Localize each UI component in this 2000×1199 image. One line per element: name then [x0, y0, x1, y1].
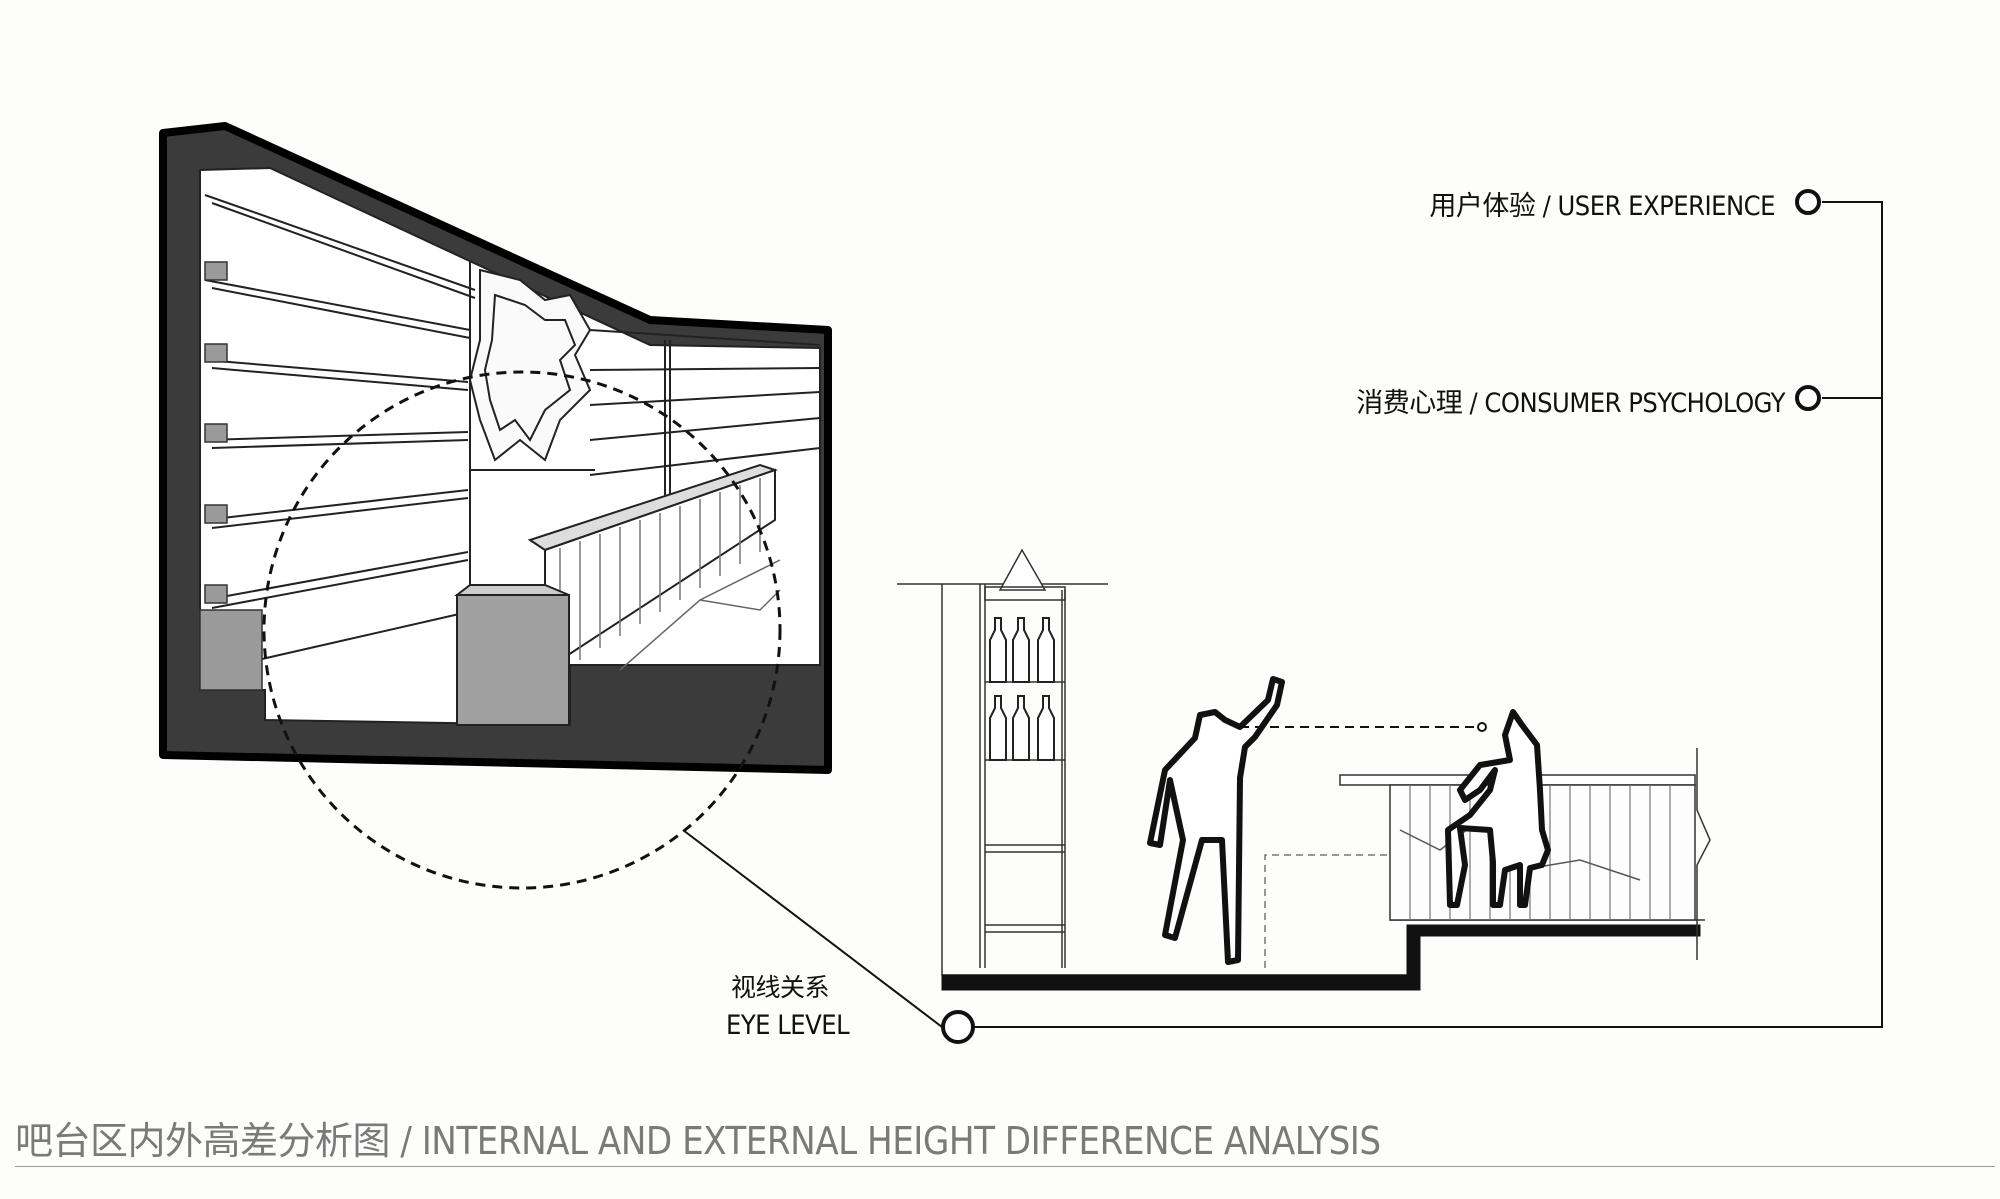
caption-divider — [15, 1166, 1995, 1167]
shelf-blocks — [199, 261, 263, 691]
figure-caption: 吧台区内外高差分析图 / INTERNAL AND EXTERNAL HEIGH… — [15, 1119, 1381, 1163]
user-experience-label: 用户体验 / USER EXPERIENCE — [1429, 191, 1775, 222]
bottles — [989, 617, 1055, 761]
callout-lines — [970, 201, 1883, 1028]
eye-level-label-cn: 视线关系 — [731, 973, 830, 1002]
standing-figure — [1147, 676, 1285, 965]
user-experience-node — [1795, 189, 1821, 215]
bar-section-view — [897, 548, 1711, 991]
consumer-psychology-node — [1795, 385, 1821, 411]
eye-level-node — [941, 1010, 975, 1044]
left-wall-shelves — [204, 194, 476, 673]
back-wall-shelves — [589, 329, 821, 500]
back-bar-cabinet — [979, 548, 1066, 968]
seated-figure — [1445, 709, 1551, 908]
lower-floor-slab — [941, 924, 1701, 991]
bar-perspective-view — [159, 122, 943, 1028]
star-motif — [468, 268, 595, 471]
eye-level-label-en: EYE LEVEL — [726, 1010, 850, 1041]
consumer-psychology-label: 消费心理 / CONSUMER PSYCHOLOGY — [1356, 388, 1785, 419]
bar-counter — [454, 463, 779, 726]
eye-level-focus-circle — [262, 370, 782, 890]
floor-pattern — [619, 559, 781, 671]
